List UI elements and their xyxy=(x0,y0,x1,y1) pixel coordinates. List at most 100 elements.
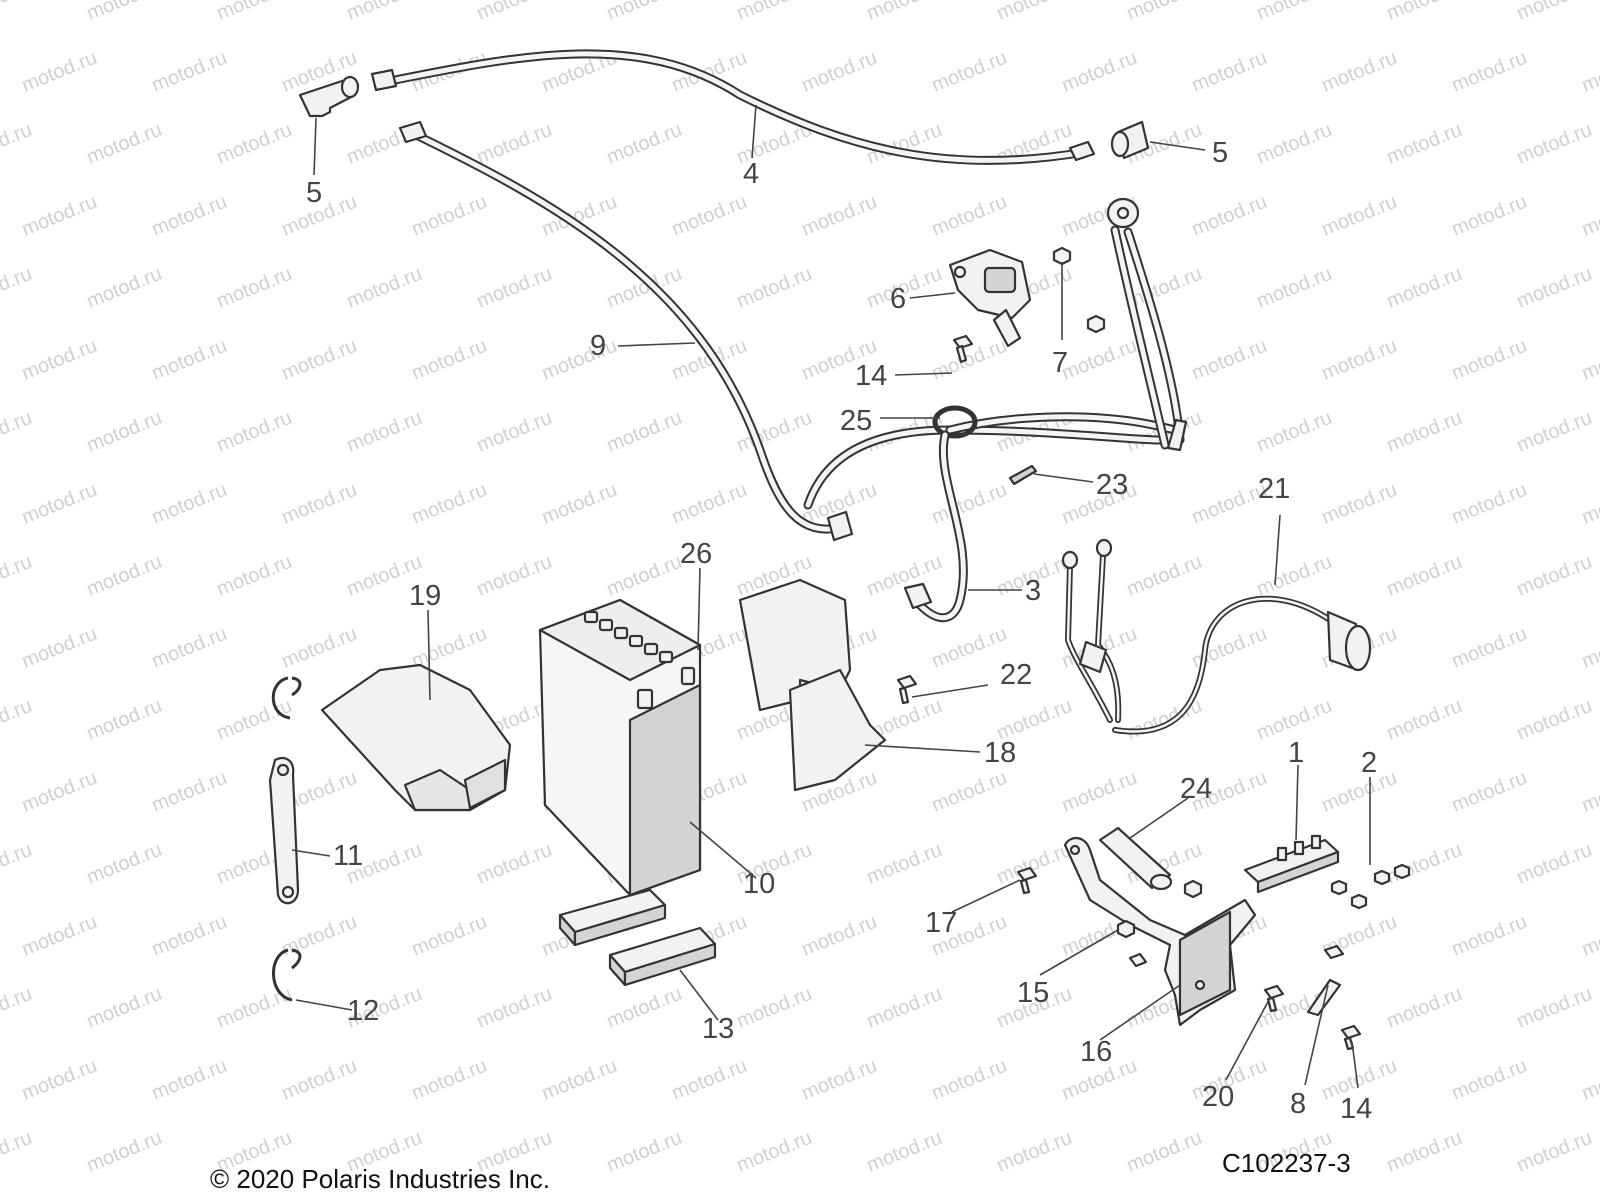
watermark-text: motod.ru xyxy=(214,407,295,457)
watermark-text: motod.ru xyxy=(409,1055,490,1105)
watermark-text: motod.ru xyxy=(214,983,295,1033)
watermark-text: motod.ru xyxy=(1449,1055,1530,1105)
watermark-text: motod.ru xyxy=(1384,0,1465,25)
callout-13: 13 xyxy=(702,1013,734,1045)
part-15-nut[interactable] xyxy=(1116,919,1148,968)
callout-10: 10 xyxy=(743,868,775,900)
watermark-text: motod.ru xyxy=(1579,191,1600,241)
watermark-text: motod.ru xyxy=(409,191,490,241)
part-26-battery-caps[interactable] xyxy=(583,610,674,664)
callout-14b: 14 xyxy=(1340,1093,1372,1125)
watermark-text: motod.ru xyxy=(539,1055,620,1105)
watermark-text: motod.ru xyxy=(344,0,425,25)
watermark-text: motod.ru xyxy=(1449,911,1530,961)
part-8-ground-strap[interactable] xyxy=(1306,944,1345,1017)
watermark-text: motod.ru xyxy=(1449,767,1530,817)
watermark-text: motod.ru xyxy=(214,263,295,313)
watermark-text: motod.ru xyxy=(279,335,360,385)
watermark-text: motod.ru xyxy=(669,335,750,385)
watermark-text: motod.ru xyxy=(929,47,1010,97)
part-13-pads[interactable] xyxy=(558,888,717,987)
watermark-text: motod.ru xyxy=(734,983,815,1033)
callout-9: 9 xyxy=(590,330,606,362)
watermark-text: motod.ru xyxy=(1124,0,1205,25)
part-5-terminal-boot-left[interactable] xyxy=(298,75,360,118)
watermark-text: motod.ru xyxy=(1579,335,1600,385)
part-3-harness-branch[interactable] xyxy=(903,430,968,623)
part-7-nuts[interactable] xyxy=(1052,246,1106,334)
watermark-text: motod.ru xyxy=(734,263,815,313)
watermark-text: motod.ru xyxy=(799,1055,880,1105)
callout-5a: 5 xyxy=(306,177,322,209)
watermark-text: motod.ru xyxy=(0,407,35,457)
watermark-text: motod.ru xyxy=(19,1055,100,1105)
part-25-harness-loop[interactable] xyxy=(803,405,1180,510)
part-12-clips[interactable] xyxy=(271,676,302,1002)
watermark-text: motod.ru xyxy=(864,1127,945,1177)
callout-26: 26 xyxy=(680,538,712,570)
watermark-text: motod.ru xyxy=(1254,407,1335,457)
part-21-accessory-harness[interactable] xyxy=(1061,538,1372,735)
part-16-mounting-bracket[interactable] xyxy=(1063,837,1257,1027)
watermark-text: motod.ru xyxy=(19,191,100,241)
leader-lines xyxy=(291,104,1371,1089)
part-1-terminal-block[interactable] xyxy=(1243,834,1340,894)
part-6-relay[interactable] xyxy=(948,248,1032,348)
watermark-text: motod.ru xyxy=(1384,407,1465,457)
part-20-bolt[interactable] xyxy=(1263,984,1285,1013)
watermark-text: motod.ru xyxy=(1124,551,1205,601)
part-10-battery[interactable] xyxy=(538,598,702,897)
callout-18: 18 xyxy=(984,737,1016,769)
watermark-text: motod.ru xyxy=(409,335,490,385)
callout-3: 3 xyxy=(1025,575,1041,607)
watermark-text: motod.ru xyxy=(0,695,35,745)
watermark-text: motod.ru xyxy=(84,551,165,601)
part-23-cable-tie[interactable] xyxy=(1008,464,1038,486)
watermark-text: motod.ru xyxy=(474,263,555,313)
watermark-text: motod.ru xyxy=(864,983,945,1033)
watermark-text: motod.ru xyxy=(344,407,425,457)
diagram-code: C102237-3 xyxy=(1222,1148,1351,1178)
watermark-text: motod.ru xyxy=(279,623,360,673)
watermark-text: motod.ru xyxy=(669,191,750,241)
watermark-text: motod.ru xyxy=(19,623,100,673)
watermark-text: motod.ru xyxy=(84,983,165,1033)
part-2-nuts[interactable] xyxy=(1183,863,1411,910)
watermark-text: motod.ru xyxy=(214,695,295,745)
watermark-text: motod.ru xyxy=(1514,983,1595,1033)
part-19-cover[interactable] xyxy=(320,663,512,812)
watermark-text: motod.ru xyxy=(1579,767,1600,817)
watermark-text: motod.ru xyxy=(84,695,165,745)
part-9-cable[interactable] xyxy=(398,120,854,542)
watermark-text: motod.ru xyxy=(19,911,100,961)
harness-riser-to-top-eyelet[interactable] xyxy=(1106,197,1188,452)
callout-19: 19 xyxy=(409,580,441,612)
part-11-strap[interactable] xyxy=(268,757,300,905)
part-18-battery-bracket[interactable] xyxy=(738,578,887,792)
watermark-text: motod.ru xyxy=(799,911,880,961)
part-4-cable[interactable] xyxy=(370,49,1096,166)
watermark-text: motod.ru xyxy=(1189,47,1270,97)
part-17-bolt[interactable] xyxy=(1016,866,1038,895)
watermark-text: motod.ru xyxy=(604,407,685,457)
part-14-bolt-bottom[interactable] xyxy=(1340,1024,1362,1051)
watermark-text: motod.ru xyxy=(604,0,685,25)
watermark-text: motod.ru xyxy=(1319,335,1400,385)
watermark-text: motod.ru xyxy=(1319,767,1400,817)
callout-25: 25 xyxy=(840,405,872,437)
watermark-text: motod.ru xyxy=(1449,47,1530,97)
part-14-bolt-top[interactable] xyxy=(952,334,974,364)
watermark-text: motod.ru xyxy=(604,983,685,1033)
part-24-sleeve[interactable] xyxy=(1098,826,1173,891)
watermark-text: motod.ru xyxy=(1189,191,1270,241)
watermark-text: motod.ru xyxy=(0,119,35,169)
part-22-bolt[interactable] xyxy=(896,674,918,705)
watermark-text: motod.ru xyxy=(1319,479,1400,529)
watermark-text: motod.ru xyxy=(1449,623,1530,673)
watermark-text: motod.ru xyxy=(799,191,880,241)
watermark-text: motod.ru xyxy=(19,47,100,97)
watermark-text: motod.ru xyxy=(149,911,230,961)
watermark-text: motod.ru xyxy=(474,551,555,601)
part-5-terminal-boot-right[interactable] xyxy=(1110,120,1150,160)
